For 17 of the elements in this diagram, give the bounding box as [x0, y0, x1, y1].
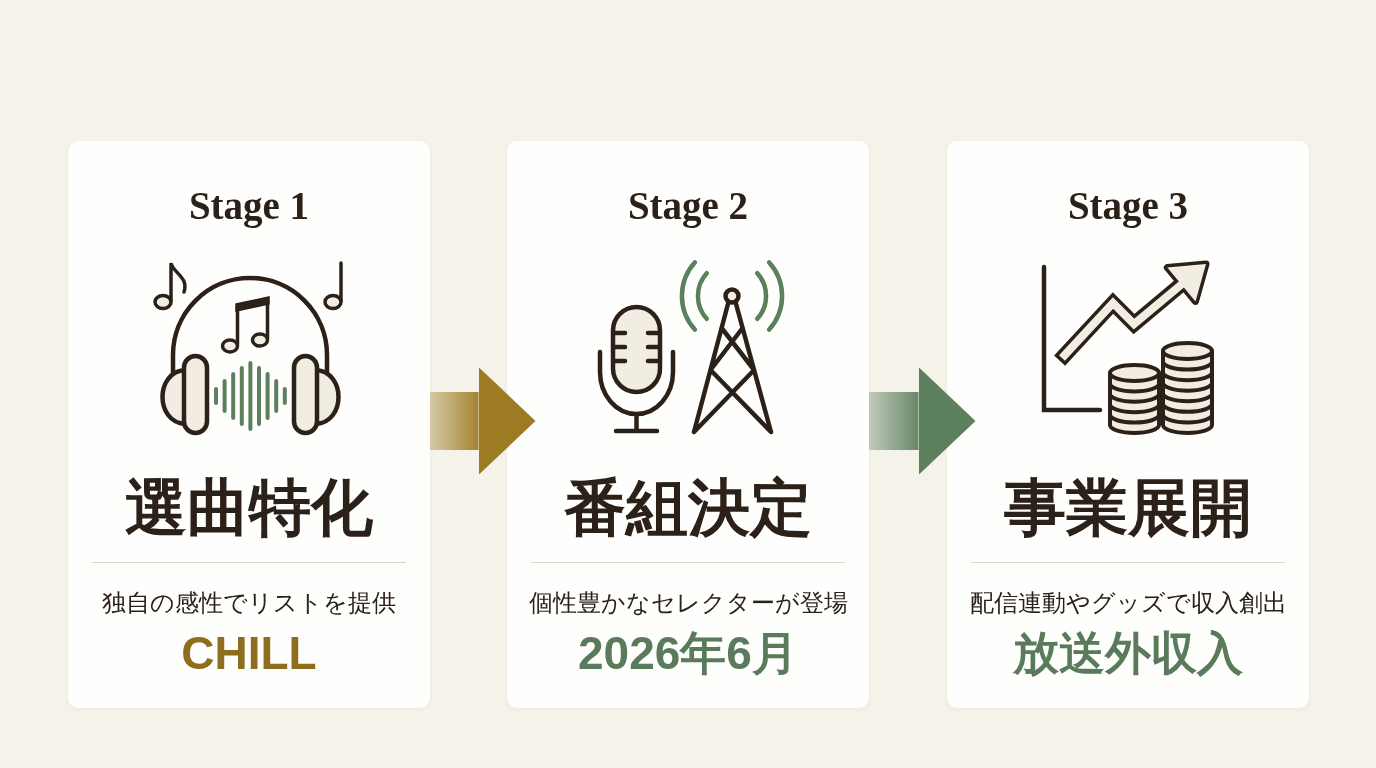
stage-label: Stage 2	[627, 183, 749, 229]
stage-title: 番組決定	[564, 471, 812, 545]
stage-card	[507, 141, 869, 708]
stage-title: 事業展開	[1004, 471, 1252, 545]
stage-card	[947, 141, 1309, 708]
stage-description: 配信連動やグッズで収入創出	[969, 588, 1287, 619]
arrow	[430, 367, 536, 475]
stage-description: 個性豊かなセレクターが登場	[528, 588, 848, 619]
stage-card	[68, 141, 430, 708]
stage-label: Stage 1	[188, 183, 310, 229]
arrow	[869, 367, 976, 475]
highlight-text: CHILL	[181, 626, 317, 680]
highlight-text: 2026年6月	[578, 626, 798, 680]
stage-label: Stage 3	[1067, 183, 1189, 229]
stage-description: 独自の感性でリストを提供	[102, 588, 396, 619]
highlight-text: 放送外収入	[1013, 626, 1243, 680]
stage-title: 選曲特化	[125, 471, 373, 545]
